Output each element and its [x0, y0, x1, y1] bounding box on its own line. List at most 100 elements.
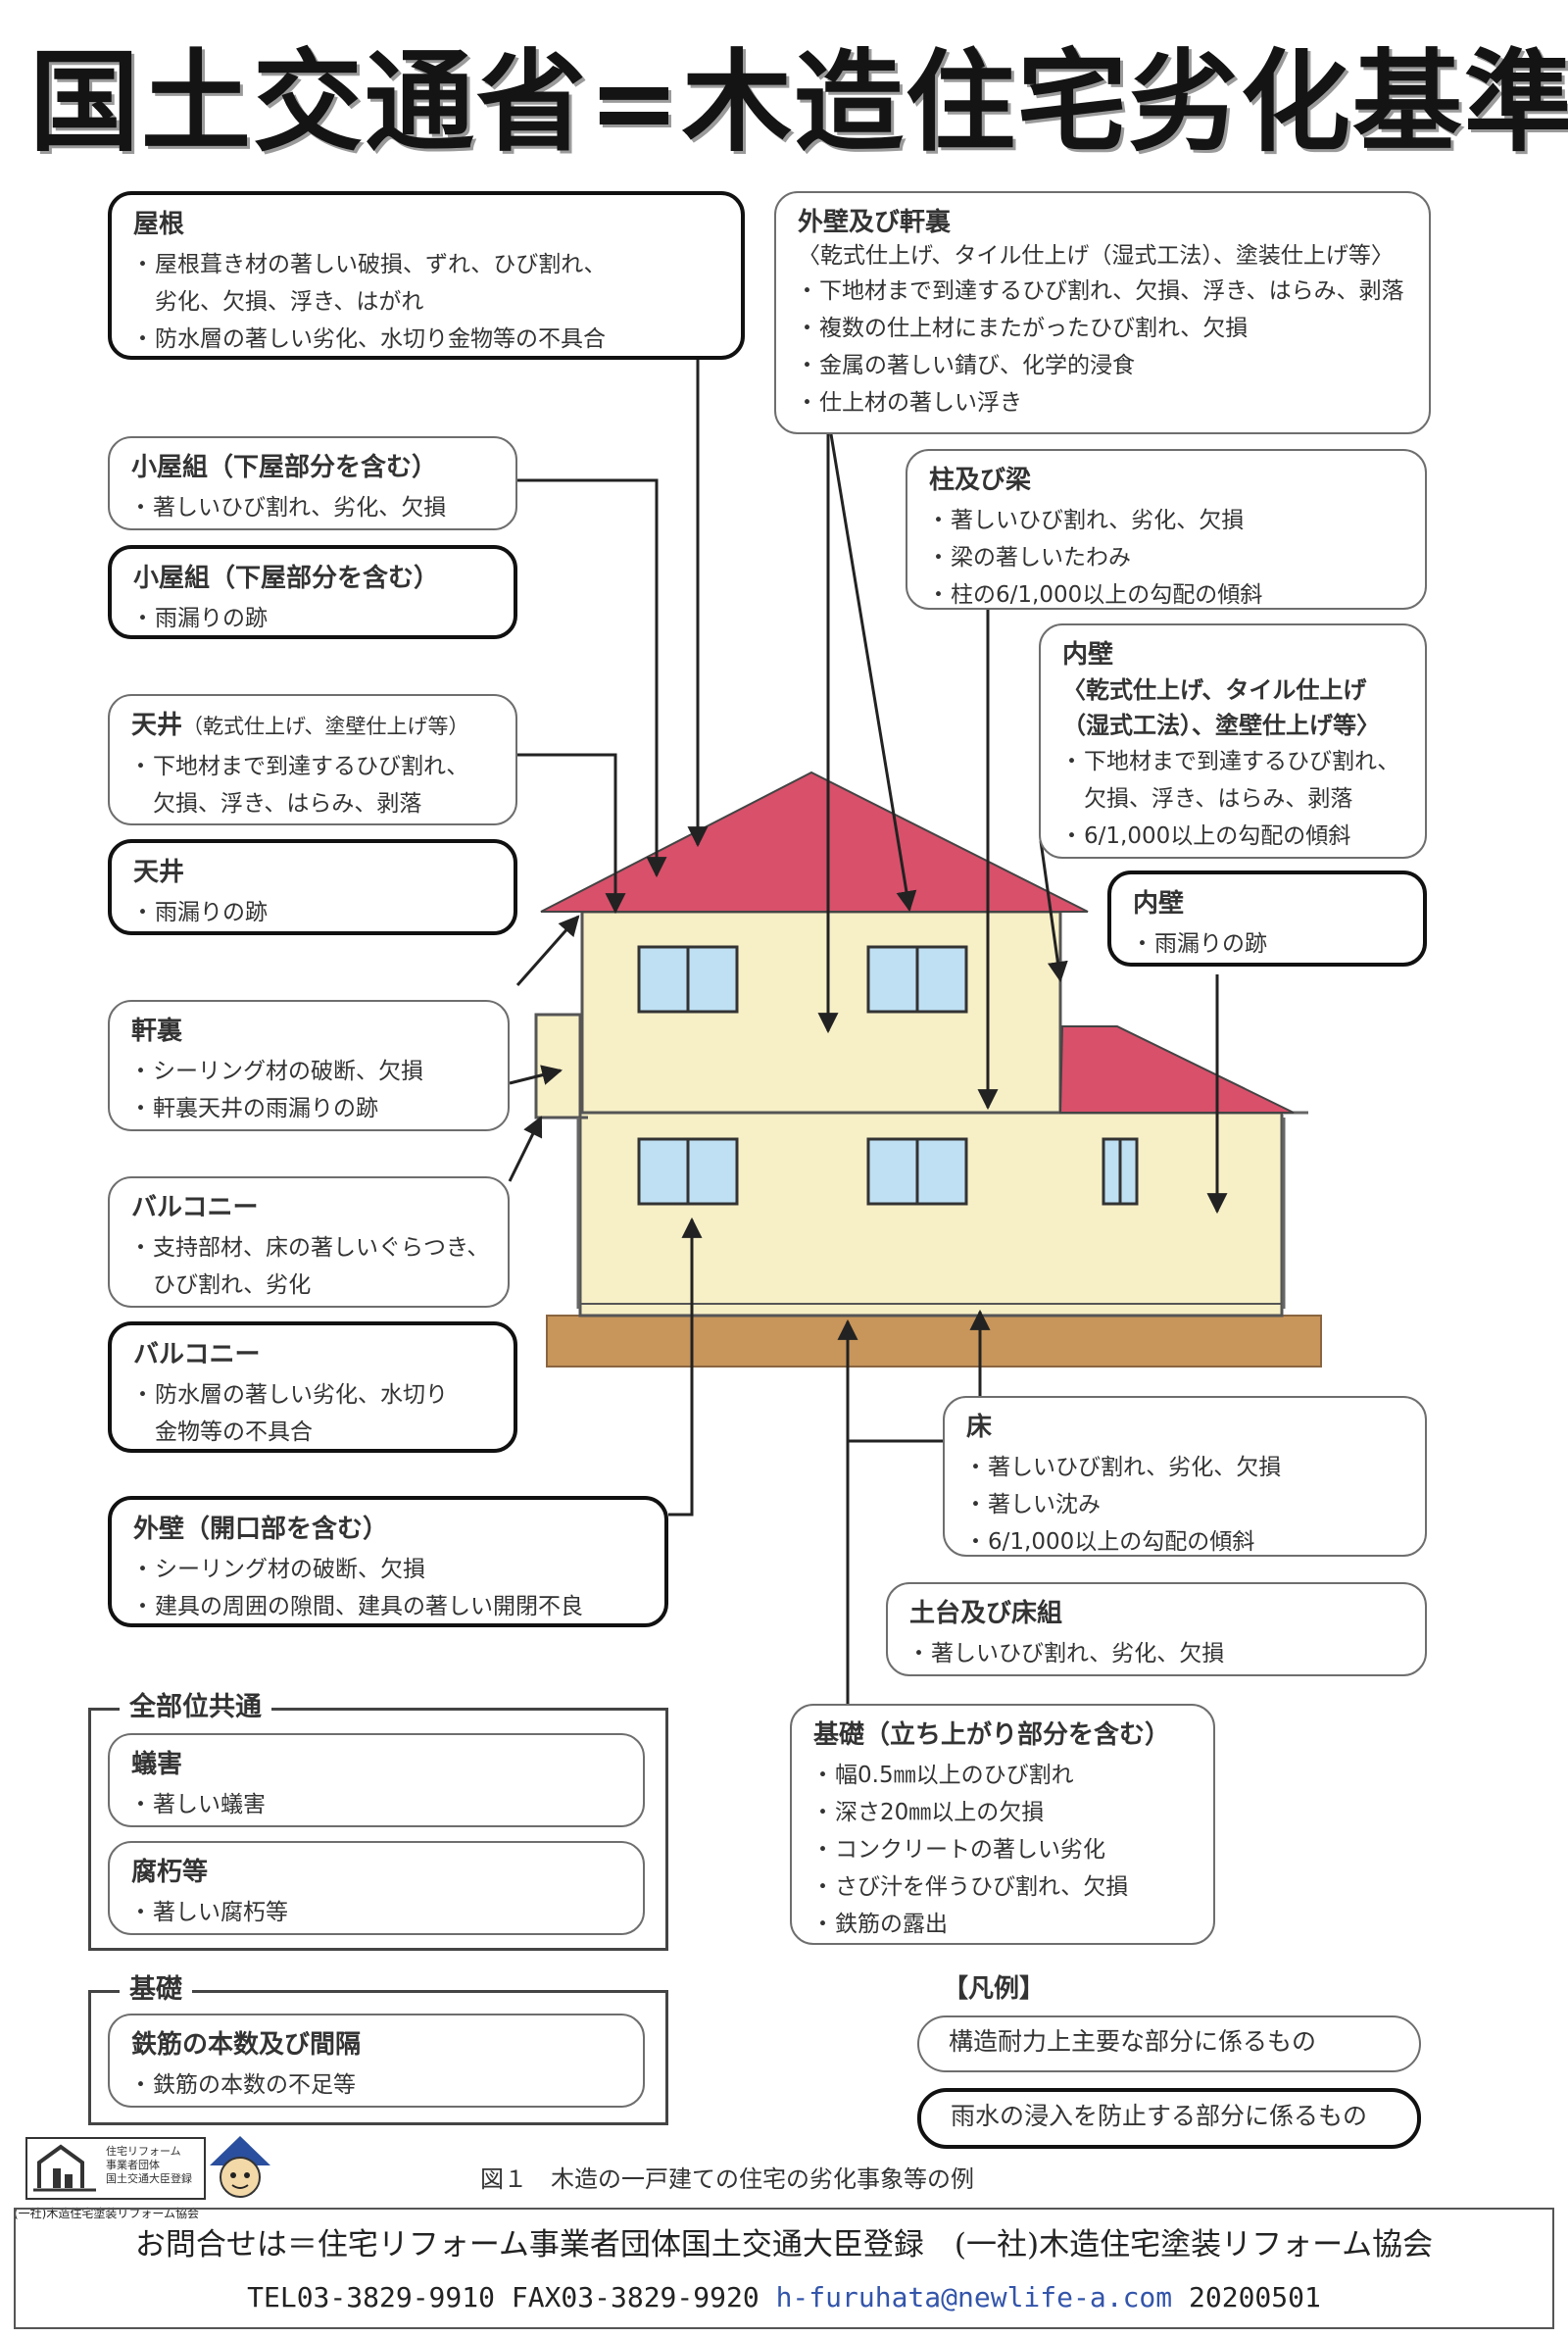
floor-box: 床 著しいひび割れ、劣化、欠損 著しい沈み 6/1,000以上の勾配の傾斜	[943, 1396, 1427, 1561]
list-item: 著しい沈み	[964, 1486, 1407, 1523]
box-title: 内壁	[1062, 640, 1114, 670]
house-logo-icon	[33, 2144, 96, 2192]
leader-lines	[508, 358, 1228, 1704]
list-item: 複数の仕上材にまたがったひび割れ、欠損	[796, 310, 1411, 347]
box-subtitle: 〈乾式仕上げ、タイル仕上げ（湿式工法）、塗装仕上げ等〉	[798, 243, 1394, 269]
list-item: 下地材まで到達するひび割れ、	[129, 748, 498, 785]
box-title: 土台及び床組	[909, 1599, 1063, 1628]
email-link[interactable]: h-furuhata@newlife-a.com	[775, 2281, 1173, 2313]
list-item: 雨漏りの跡	[131, 600, 496, 637]
page-title: 国土交通省=木造住宅劣化基準	[29, 39, 1568, 167]
box-title: 小屋組（下屋部分を含む）	[133, 564, 440, 593]
list-item: 雨漏りの跡	[131, 894, 496, 931]
list-item: 欠損、浮き、はらみ、剥落	[153, 791, 422, 817]
ground	[546, 1315, 1322, 1368]
list-item: 金物等の不具合	[155, 1419, 313, 1445]
list-item: 欠損、浮き、はらみ、剥落	[1084, 786, 1353, 812]
box-title: 天井	[133, 858, 185, 887]
box-subtitle: （湿式工法）、塗壁仕上げ等〉	[1062, 712, 1380, 739]
date-code: 20200501	[1172, 2281, 1321, 2313]
contact-line: お問合せは＝住宅リフォーム事業者団体国土交通大臣登録 (一社)木造住宅塗装リフォ…	[134, 2227, 1434, 2263]
list-item: 幅0.5㎜以上のひび割れ	[811, 1757, 1196, 1794]
termite-box: 蟻害 著しい蟻害	[108, 1733, 645, 1827]
list-item: 6/1,000以上の勾配の傾斜	[1060, 818, 1407, 855]
list-item: 軒裏天井の雨漏りの跡	[129, 1090, 490, 1127]
list-item: 雨漏りの跡	[1131, 925, 1405, 963]
association-logo: 住宅リフォーム 事業者団体 国土交通大臣登録	[25, 2137, 206, 2200]
list-item: 著しいひび割れ、劣化、欠損	[927, 502, 1407, 539]
list-item: 梁の著しいたわみ	[927, 539, 1407, 576]
list-item: シーリング材の破断、欠損	[129, 1053, 490, 1090]
list-item: 鉄筋の露出	[811, 1906, 1196, 1943]
list-item: 支持部材、床の著しいぐらつき、	[129, 1229, 490, 1267]
eaves-box: 軒裏 シーリング材の破断、欠損 軒裏天井の雨漏りの跡	[108, 1000, 510, 1131]
list-item: さび汁を伴うひび割れ、欠損	[811, 1868, 1196, 1906]
decay-box: 腐朽等 著しい腐朽等	[108, 1841, 645, 1935]
list-item: コンクリートの著しい劣化	[811, 1831, 1196, 1868]
list-item: 鉄筋の本数の不足等	[129, 2066, 625, 2104]
list-item: 建具の周囲の隙間、建具の著しい開閉不良	[131, 1588, 647, 1625]
list-item: 著しい蟻害	[129, 1786, 625, 1823]
box-title: 屋根	[133, 210, 185, 239]
box-title: 基礎（立ち上がり部分を含む）	[813, 1720, 1171, 1750]
phone-fax: TEL03-3829-9910 FAX03-3829-9920	[247, 2281, 776, 2313]
foundation-box: 基礎（立ち上がり部分を含む） 幅0.5㎜以上のひび割れ 深さ20㎜以上の欠損 コ…	[790, 1704, 1215, 1945]
lower-roof	[1058, 1025, 1295, 1114]
sill-joist-box: 土台及び床組 著しいひび割れ、劣化、欠損	[886, 1582, 1427, 1676]
column-beam-box: 柱及び梁 著しいひび割れ、劣化、欠損 梁の著しいたわみ 柱の6/1,000以上の…	[906, 449, 1427, 614]
list-item: 著しいひび割れ、劣化、欠損	[907, 1635, 1407, 1672]
list-item: 屋根葺き材の著しい破損、ずれ、ひび割れ、	[131, 246, 723, 283]
box-title: 軒裏	[131, 1017, 183, 1046]
list-item: 柱の6/1,000以上の勾配の傾斜	[927, 576, 1407, 614]
figure-caption: 図１ 木造の一戸建ての住宅の劣化事象等の例	[480, 2165, 974, 2193]
box-subtitle: 〈乾式仕上げ、タイル仕上げ	[1062, 676, 1367, 704]
main-roof	[540, 771, 1089, 913]
box-title: 鉄筋の本数及び間隔	[131, 2030, 362, 2060]
common-group-label: 全部位共通	[120, 1690, 271, 1725]
ceiling-structural-box: 天井（乾式仕上げ、塗壁仕上げ等） 下地材まで到達するひび割れ、 欠損、浮き、はら…	[108, 694, 517, 825]
list-item: 金属の著しい錆び、化学的浸食	[796, 347, 1411, 384]
mascot-icon	[210, 2136, 270, 2198]
exterior-opening-box: 外壁（開口部を含む） シーリング材の破断、欠損 建具の周囲の隙間、建具の著しい開…	[108, 1496, 668, 1627]
interior-wall-rain-box: 内壁 雨漏りの跡	[1107, 871, 1427, 967]
foundation-group-label: 基礎	[120, 1972, 192, 2008]
balcony-rain-box: バルコニー 防水層の著しい劣化、水切り 金物等の不具合	[108, 1321, 517, 1453]
box-title: 小屋組（下屋部分を含む）	[131, 453, 438, 482]
box-title: 天井	[131, 711, 183, 740]
box-title: 蟻害	[131, 1750, 183, 1779]
box-title: 柱及び梁	[929, 466, 1032, 495]
list-item: 防水層の著しい劣化、水切り金物等の不具合	[131, 321, 723, 358]
box-title: バルコニー	[131, 1193, 259, 1222]
list-item: ひび割れ、劣化	[153, 1272, 312, 1298]
legend-title: 【凡例】	[943, 1974, 1046, 2004]
box-title: 内壁	[1133, 889, 1185, 919]
balcony-structural-box: バルコニー 支持部材、床の著しいぐらつき、 ひび割れ、劣化	[108, 1176, 510, 1308]
common-group	[88, 1708, 668, 1951]
ceiling-rain-box: 天井 雨漏りの跡	[108, 839, 517, 935]
list-item: 著しい腐朽等	[129, 1894, 625, 1931]
logo-caption: (一社)木造住宅塗装リフォーム協会	[14, 2207, 200, 2220]
list-item: 深さ20㎜以上の欠損	[811, 1794, 1196, 1831]
legend-structural: 構造耐力上主要な部分に係るもの	[917, 2015, 1421, 2072]
list-item: シーリング材の破断、欠損	[131, 1551, 647, 1588]
legend-rainwater: 雨水の浸入を防止する部分に係るもの	[917, 2088, 1421, 2149]
window	[637, 945, 1139, 1206]
interior-wall-structural-box: 内壁 〈乾式仕上げ、タイル仕上げ （湿式工法）、塗壁仕上げ等〉 下地材まで到達す…	[1039, 623, 1427, 859]
attic-structural-box: 小屋組（下屋部分を含む） 著しいひび割れ、劣化、欠損	[108, 436, 517, 530]
contact-footer: お問合せは＝住宅リフォーム事業者団体国土交通大臣登録 (一社)木造住宅塗装リフォ…	[14, 2208, 1554, 2329]
list-item: 下地材まで到達するひび割れ、欠損、浮き、はらみ、剥落	[796, 273, 1411, 310]
box-title-note: （乾式仕上げ、塗壁仕上げ等）	[182, 715, 469, 738]
list-item: 劣化、欠損、浮き、はがれ	[155, 289, 424, 315]
list-item: 6/1,000以上の勾配の傾斜	[964, 1523, 1407, 1561]
box-title: 床	[966, 1413, 993, 1442]
attic-rain-box: 小屋組（下屋部分を含む） 雨漏りの跡	[108, 545, 517, 639]
list-item: 防水層の著しい劣化、水切り	[131, 1376, 496, 1414]
exterior-wall-box: 外壁及び軒裏 〈乾式仕上げ、タイル仕上げ（湿式工法）、塗装仕上げ等〉 下地材まで…	[774, 191, 1431, 434]
foundation-group	[88, 1990, 668, 2125]
roof-box: 屋根 屋根葺き材の著しい破損、ずれ、ひび割れ、 劣化、欠損、浮き、はがれ 防水層…	[108, 191, 745, 360]
box-title: 外壁及び軒裏	[798, 208, 952, 237]
list-item: 著しいひび割れ、劣化、欠損	[129, 489, 498, 526]
logo-text: 住宅リフォーム 事業者団体 国土交通大臣登録	[106, 2145, 192, 2185]
box-title: 腐朽等	[131, 1858, 209, 1887]
